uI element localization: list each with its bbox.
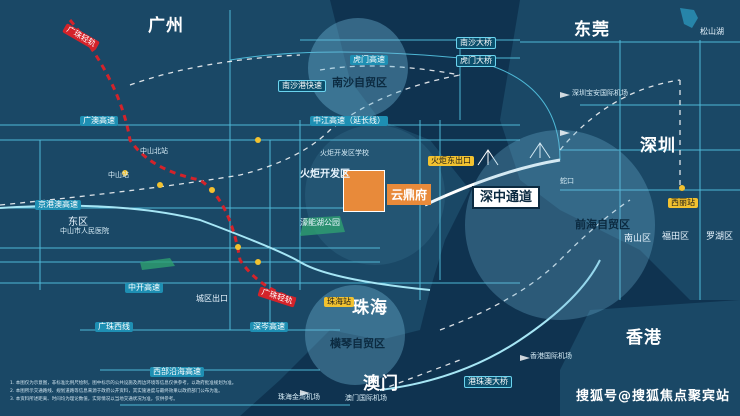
nanshan-label: 南山区 [624, 234, 652, 244]
road-grid [0, 10, 740, 406]
nansha-zone-label: 南沙自贸区 [332, 76, 387, 89]
futian-label: 福田区 [662, 232, 690, 242]
torch-east-exit-tag: 火炬东出口 [428, 156, 474, 166]
dev-zone-label: 火炬开发区 [300, 169, 350, 180]
humen-highway-label: 虎门高速 [350, 55, 388, 65]
zhuhai-station-tag: 珠海站 [324, 297, 354, 307]
luohu-label: 罗湖区 [706, 232, 734, 242]
gangzhuao-label: 港珠澳大桥 [464, 376, 512, 388]
macau-airport-label: 澳门国际机场 [345, 394, 387, 402]
xibu-coast-label: 西部沿海高速 [150, 367, 204, 377]
footnote-3: 3. 本资料所述距离、时间均为理论数值，实际情况以当地交通状况为准，仅供参考。 [10, 397, 178, 402]
shenzhen-airport-label: 深圳宝安国际机场 [572, 89, 628, 97]
macau-label: 澳门 [363, 374, 399, 394]
zhuhai-airport-label: 珠海金湾机场 [278, 393, 320, 401]
guangzhu-rail [68, 19, 301, 302]
zhongkai-label: 中开高速 [125, 283, 163, 293]
guangao-label: 广澳高速 [80, 116, 118, 126]
qianhai-zone-circle [465, 130, 655, 320]
watermark: 搜狐号@搜狐焦点聚宾站 [576, 389, 731, 404]
zhongshan-station-label: 中山站 [108, 171, 129, 179]
songshan-lake-shape [680, 8, 698, 28]
hk-land [560, 300, 740, 416]
zhongshan-hospital-label: 中山市人民医院 [60, 227, 109, 235]
zhuhai-label: 珠海 [352, 298, 388, 318]
hongkong-label: 香港 [626, 328, 662, 348]
hengqin-zone-circle [305, 285, 405, 385]
project-logo-icon[interactable] [343, 170, 385, 212]
airport-icons [300, 92, 570, 396]
zhongshan-north-label: 中山北站 [140, 147, 168, 155]
railway-dashed [0, 54, 681, 391]
park-shape [300, 216, 345, 236]
hengqin-zone-label: 横琴自贸区 [330, 337, 385, 350]
torch-school-label: 火炬开发区学校 [320, 149, 369, 157]
project-name[interactable]: 云鼎府 [387, 184, 432, 205]
shenzhong-tunnel-label: 深中通道 [472, 186, 541, 209]
songshan-lake-label: 松山湖 [700, 27, 724, 36]
park-shape [140, 258, 175, 270]
jinggangao-label: 京港澳高速 [35, 200, 81, 210]
park-label: 濠能湖公园 [300, 218, 340, 227]
nansha-port-label: 南沙港快速 [278, 80, 326, 92]
shekou-label: 蛇口 [560, 177, 574, 185]
dongguan-label: 东莞 [574, 20, 610, 40]
shenzhen-label: 深圳 [640, 136, 676, 156]
zhongjiang-label: 中江高速（延长线） [310, 116, 388, 126]
xiwei-station-tag: 西丽站 [668, 198, 698, 208]
nansha-bridge-label: 南沙大桥 [456, 37, 496, 49]
guangzhou-label: 广州 [148, 16, 184, 36]
humen-bridge-label: 虎门大桥 [456, 55, 496, 67]
shenxin-label: 深岑高速 [250, 322, 288, 332]
hk-airport-label: 香港国际机场 [530, 352, 572, 360]
bridge-icon [477, 149, 499, 166]
city-exit-label: 城区出口 [196, 294, 228, 303]
footnote-1: 1. 本图仅为示意图，非标准比例尺绘制，图中标示的公共设施及周边环境等信息仅供参… [10, 381, 237, 386]
qianhai-zone-label: 前海自贸区 [575, 218, 630, 231]
station-markers [122, 137, 685, 265]
footnote-2: 2. 本图所示交通路线、规划道路等信息来源于政府公开资料，其实施进度与最终效果以… [10, 389, 223, 394]
guangzhu-west-label: 广珠西线 [95, 322, 133, 332]
shenzhong-tunnel [424, 158, 561, 207]
nansha-zone-circle [308, 18, 408, 118]
bridge-icon [529, 142, 551, 159]
dongqu-label: 东区 [68, 217, 88, 228]
